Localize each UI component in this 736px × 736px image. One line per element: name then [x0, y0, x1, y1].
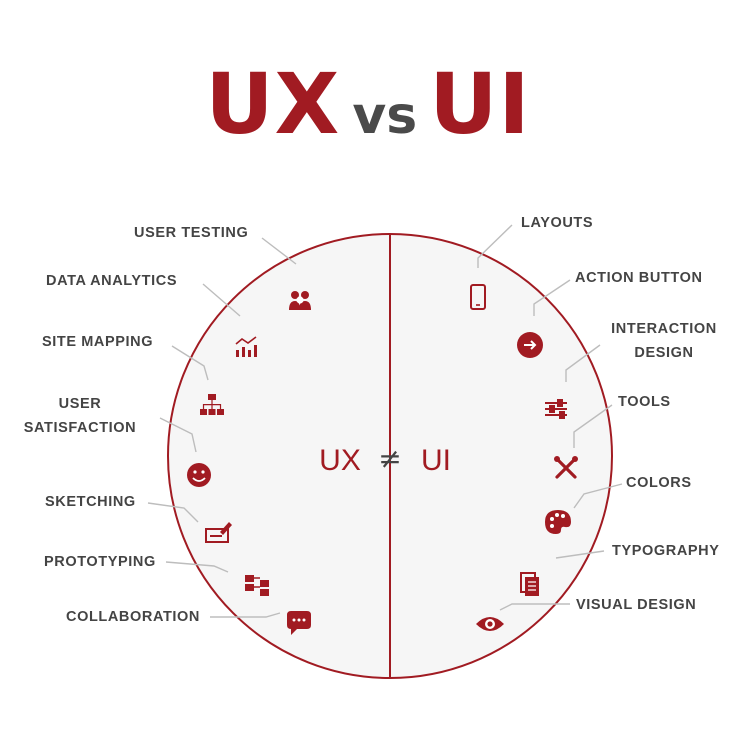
label-colors: COLORS — [626, 475, 692, 491]
leader-user-testing — [261, 237, 297, 265]
label-interaction-design-line-1: INTERACTION — [611, 321, 717, 337]
label-visual-design: VISUAL DESIGN — [576, 597, 697, 613]
leader-site-mapping — [171, 345, 209, 381]
label-user-testing: USER TESTING — [134, 225, 249, 241]
leader-layouts — [477, 224, 513, 268]
smiley-icon — [187, 463, 211, 487]
leader-tools — [573, 404, 613, 448]
title-vs: vs — [352, 86, 418, 146]
chat-bubble-icon — [287, 611, 311, 635]
wrench-screwdriver-icon — [554, 456, 578, 479]
label-collaboration: COLLABORATION — [66, 609, 200, 625]
bar-chart-icon — [235, 336, 257, 357]
sitemap-icon — [200, 394, 224, 415]
sliders-icon — [545, 399, 567, 419]
center-ux-text: UX — [319, 444, 361, 477]
palette-icon — [545, 510, 571, 534]
leader-interaction-design — [565, 344, 601, 382]
label-data-analytics: DATA ANALYTICS — [46, 273, 178, 289]
label-user-satisfaction-line-2: SATISFACTION — [23, 420, 137, 436]
label-interaction-design-line-2: DESIGN — [634, 345, 694, 361]
label-prototyping: PROTOTYPING — [44, 554, 156, 570]
title-ui: UI — [429, 55, 531, 153]
label-interaction-design: INTERACTION DESIGN — [604, 317, 724, 365]
ux-leader-lines — [147, 237, 297, 618]
leader-user-satisfaction — [159, 417, 197, 453]
label-user-satisfaction-line-1: USER — [58, 396, 102, 412]
arrow-button-icon — [517, 332, 543, 358]
label-action-button: ACTION BUTTON — [575, 270, 703, 286]
leader-collaboration — [210, 612, 281, 618]
label-typography: TYPOGRAPHY — [612, 543, 720, 559]
label-user-satisfaction: USER SATISFACTION — [19, 392, 141, 440]
leader-prototyping — [165, 561, 229, 573]
label-sketching: SKETCHING — [45, 494, 136, 510]
user-group-icon — [289, 291, 311, 310]
leader-data-analytics — [202, 283, 241, 317]
leader-action-button — [533, 279, 571, 316]
eye-icon — [476, 617, 504, 631]
leader-sketching — [147, 502, 199, 523]
document-icon — [520, 572, 539, 596]
wireframe-blocks-icon — [245, 575, 269, 596]
leader-typography — [555, 550, 605, 559]
not-equal-symbol: ≠ — [378, 442, 401, 475]
leader-colors — [573, 483, 623, 509]
title-ux: UX — [205, 55, 341, 153]
label-layouts: LAYOUTS — [521, 215, 594, 231]
smartphone-icon — [470, 284, 486, 310]
label-site-mapping: SITE MAPPING — [42, 334, 154, 350]
leader-visual-design — [499, 603, 570, 611]
center-ui-text: UI — [421, 444, 451, 477]
ui-leader-lines — [477, 224, 623, 611]
label-tools: TOOLS — [618, 394, 671, 410]
sketch-pencil-icon — [205, 522, 232, 543]
